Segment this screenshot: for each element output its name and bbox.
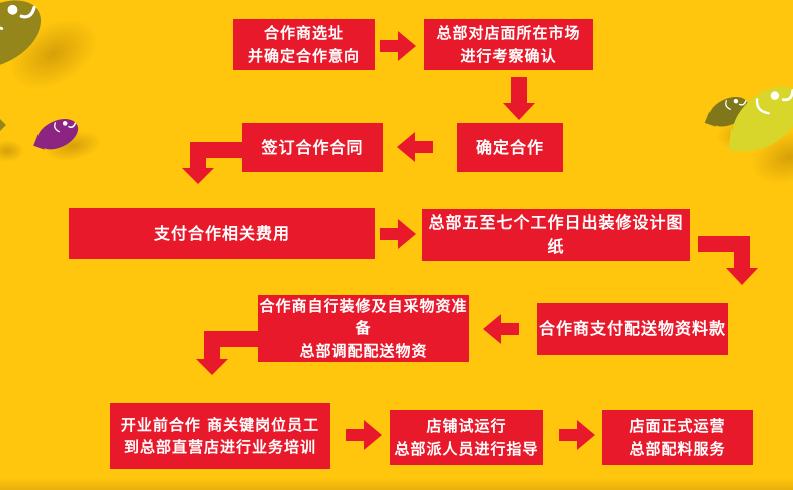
flow-step-3: 确定合作 [457,123,563,172]
flow-step-1: 合作商选址 并确定合作意向 [233,19,375,70]
step-text-line: 开业前合作 商关键岗位员工 [120,415,320,434]
step-text-line: 总部调配配送物资 [299,341,428,360]
step-text-line: 总部配料服务 [629,439,726,458]
step-text-line: 总部派人员进行指导 [394,439,539,458]
arrow-left-step3-step4-icon [397,132,433,162]
step-text-line: 确定合作 [475,137,544,157]
arrow-elbow-step6-step7-icon [698,236,758,285]
step-text-line: 合作商选址 [263,24,344,42]
step-text-line: 到总部直营店进行业务培训 [123,438,316,456]
arrow-down-step2-step3-icon [503,77,535,120]
flow-step-2: 总部对店面所在市场 进行考察确认 [424,19,593,70]
arrow-right-step1-step2-icon [380,31,416,61]
arrow-right-step10-step11-icon [559,420,595,450]
step-text-line: 店面正式运营 [629,417,726,435]
fish-shadow [0,140,24,162]
step-text-line: 总部对店面所在市场 [436,24,581,42]
step-text-line: 合作商支付配送物资料款 [538,319,726,338]
flow-step-4: 签订合作合同 [242,123,383,172]
flow-step-5: 支付合作相关费用 [69,208,375,259]
arrow-right-step9-step10-icon [346,420,382,450]
flow-step-11: 店面正式运营 总部配料服务 [602,410,753,465]
step-text-line: 进行考察确认 [460,46,557,65]
fish-tail-fragment-left-edge [0,112,6,138]
step-text-line: 总部五至七个工作日出装修设计图纸 [428,213,684,256]
step-text-line: 签订合作合同 [261,137,364,157]
step-text-line: 合作商自行装修及自采物资准备 [259,296,468,338]
arrow-elbow-step8-step9-icon [196,331,258,375]
step-text-line: 店铺试运行 [426,417,507,435]
arrow-left-step7-step8-icon [483,314,519,344]
step-text-line: 支付合作相关费用 [153,223,290,243]
flow-step-10: 店铺试运行 总部派人员进行指导 [390,410,543,465]
bottom-edge-shade [0,478,793,490]
flow-step-7: 合作商支付配送物资料款 [537,303,728,355]
flow-step-8: 合作商自行装修及自采物资准备 总部调配配送物资 [258,295,469,362]
flow-step-9: 开业前合作 商关键岗位员工 到总部直营店进行业务培训 [110,403,330,469]
arrow-elbow-step4-step5-icon [182,142,242,184]
step-text-line: 并确定合作意向 [247,46,360,65]
arrow-right-step5-step6-icon [380,219,416,249]
flow-step-6: 总部五至七个工作日出装修设计图纸 [422,209,690,261]
